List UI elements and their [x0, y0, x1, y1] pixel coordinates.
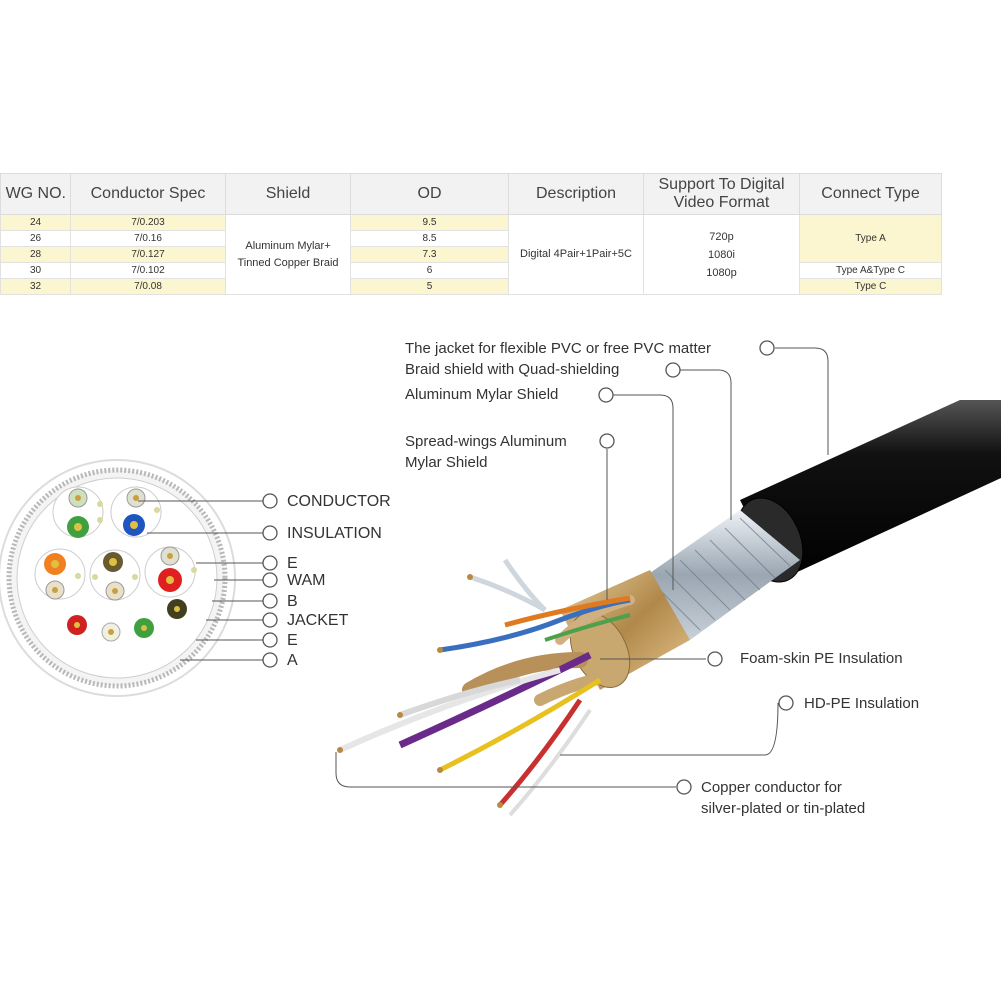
cell-od: 5 — [350, 278, 509, 295]
col-header-video-format: Support To Digital Video Format — [643, 173, 800, 215]
label-aluminum-mylar: Aluminum Mylar Shield — [405, 386, 559, 403]
shield-line-1: Aluminum Mylar+ — [245, 239, 331, 252]
table-row: 26 7/0.16 8.5 — [0, 230, 942, 247]
label-jacket: JACKET — [287, 612, 349, 629]
spec-table: WG NO. Conductor Spec Shield OD Descript… — [0, 173, 942, 295]
col-header-od: OD — [350, 173, 509, 215]
label-braid-shield: Braid shield with Quad-shielding — [405, 361, 620, 378]
cell-awg: 30 — [0, 262, 71, 279]
label-spread-wings-1: Spread-wings Aluminum — [405, 433, 567, 450]
label-wam: WAM — [287, 572, 326, 589]
cell-description: Digital 4Pair+1Pair+5C — [508, 214, 644, 295]
table-header-row: WG NO. Conductor Spec Shield OD Descript… — [0, 173, 942, 215]
cell-awg: 24 — [0, 214, 71, 231]
cross-section-leaders — [138, 500, 263, 661]
table-row: 32 7/0.08 5 Type C — [0, 278, 942, 295]
label-foam-skin: Foam-skin PE Insulation — [740, 650, 903, 667]
video-format-1080p: 1080p — [706, 266, 737, 279]
cross-section-markers — [262, 493, 278, 668]
label-conductor: CONDUCTOR — [287, 493, 391, 510]
cable-leaders — [335, 347, 829, 788]
table-row: 30 7/0.102 6 Type A&Type C — [0, 262, 942, 279]
cell-video-format: 720p 1080i 1080p — [643, 214, 800, 295]
table-row: 28 7/0.127 7.3 — [0, 246, 942, 263]
table-row: 24 7/0.203 Aluminum Mylar+ Tinned Copper… — [0, 214, 942, 295]
cell-connect-type-a: Type A — [799, 214, 942, 263]
cable-illustration — [337, 400, 1001, 817]
cross-section — [0, 459, 236, 697]
cell-connect-type-ac: Type A&Type C — [799, 262, 942, 279]
label-e-1: E — [287, 555, 298, 572]
shield-line-2: Tinned Copper Braid — [237, 256, 339, 269]
cell-shield: Aluminum Mylar+ Tinned Copper Braid — [225, 214, 351, 295]
label-copper-1: Copper conductor for — [701, 779, 842, 796]
video-format-720p: 720p — [709, 230, 734, 243]
cell-conductor-spec: 7/0.08 — [70, 278, 226, 295]
label-e-2: E — [287, 632, 298, 649]
cell-conductor-spec: 7/0.102 — [70, 262, 226, 279]
cell-od: 8.5 — [350, 230, 509, 247]
cell-connect-type-c: Type C — [799, 278, 942, 295]
cell-od: 7.3 — [350, 246, 509, 263]
cell-awg: 26 — [0, 230, 71, 247]
cell-awg: 28 — [0, 246, 71, 263]
label-spread-wings-2: Mylar Shield — [405, 454, 488, 471]
cell-od: 6 — [350, 262, 509, 279]
label-copper-2: silver-plated or tin-plated — [701, 800, 866, 817]
col-header-description: Description — [508, 173, 644, 215]
cell-awg: 32 — [0, 278, 71, 295]
label-insulation: INSULATION — [287, 525, 382, 542]
video-format-1080i: 1080i — [708, 248, 735, 261]
label-a: A — [287, 652, 298, 669]
label-jacket-pvc: The jacket for flexible PVC or free PVC … — [405, 340, 711, 357]
label-hd-pe: HD-PE Insulation — [804, 695, 920, 712]
cable-markers — [598, 340, 794, 795]
col-header-awg: WG NO. — [0, 173, 71, 215]
label-b: B — [287, 593, 298, 610]
col-header-connect-type: Connect Type — [799, 173, 942, 215]
